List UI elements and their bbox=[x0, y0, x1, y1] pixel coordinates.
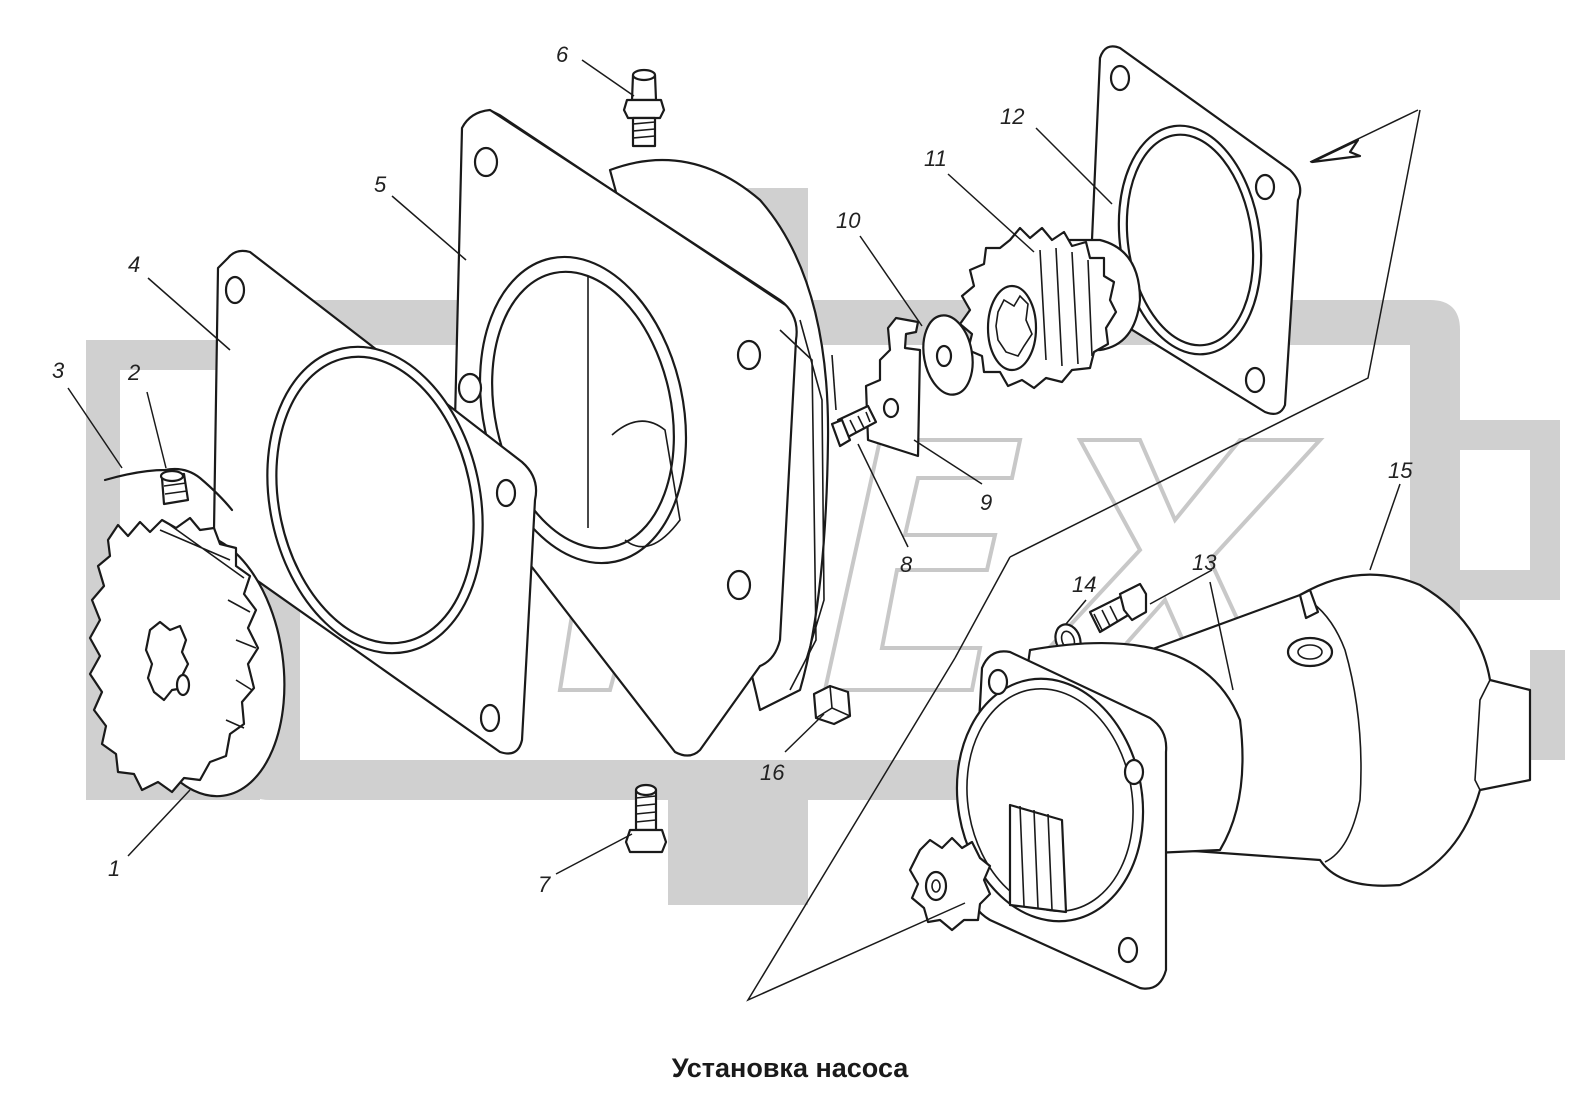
part-3-wire bbox=[103, 467, 234, 512]
callout-8: 8 bbox=[900, 552, 913, 577]
part-5-housing bbox=[453, 108, 837, 757]
callout-4: 4 bbox=[128, 252, 140, 277]
leader-7 bbox=[555, 833, 633, 875]
leader-9 bbox=[913, 439, 983, 485]
part-1-large-gear bbox=[88, 516, 286, 798]
leader-1 bbox=[127, 789, 191, 857]
leader-8 bbox=[857, 443, 909, 548]
part-12-gasket bbox=[1088, 45, 1302, 415]
callout-11: 11 bbox=[924, 146, 947, 171]
leader-6 bbox=[581, 59, 635, 97]
leader-11 bbox=[947, 173, 1035, 253]
leader-14 bbox=[1065, 599, 1087, 625]
leader-10 bbox=[859, 235, 923, 327]
leader-3 bbox=[67, 387, 123, 469]
part-11-gear bbox=[958, 226, 1142, 390]
leader-5 bbox=[391, 195, 467, 261]
callout-1: 1 bbox=[108, 856, 120, 881]
callout-5: 5 bbox=[374, 172, 387, 197]
callout-9: 9 bbox=[980, 490, 992, 515]
leader-15 bbox=[1369, 483, 1401, 571]
callout-10: 10 bbox=[836, 208, 861, 233]
callout-13: 13 bbox=[1192, 550, 1217, 575]
part-6-bolt bbox=[622, 68, 666, 148]
part-13-bolt bbox=[1088, 582, 1148, 634]
leader-2 bbox=[146, 391, 167, 469]
part-7-bolt bbox=[624, 783, 668, 854]
callout-7: 7 bbox=[538, 872, 551, 897]
flow-direction-arrow bbox=[1309, 109, 1419, 164]
callout-15: 15 bbox=[1388, 458, 1413, 483]
callout-16: 16 bbox=[760, 760, 785, 785]
callout-12: 12 bbox=[1000, 104, 1024, 129]
callout-2: 2 bbox=[127, 360, 140, 385]
assembly-axis-lines bbox=[746, 109, 1421, 1002]
part-9-lock-plate bbox=[864, 316, 922, 458]
callout-leaders bbox=[67, 59, 1401, 875]
part-8-screw bbox=[830, 404, 878, 448]
part-2-fastener bbox=[159, 469, 190, 506]
callout-6: 6 bbox=[556, 42, 569, 67]
leader-13 bbox=[1149, 569, 1213, 605]
leader-16 bbox=[784, 713, 825, 753]
part-15-pump bbox=[908, 573, 1532, 990]
leader-12 bbox=[1035, 127, 1113, 205]
callout-3: 3 bbox=[52, 358, 65, 383]
leader-4 bbox=[147, 277, 231, 351]
callout-labels: 1 2 3 4 5 6 7 8 9 10 11 12 13 14 15 16 bbox=[52, 42, 1413, 897]
figure-caption: Установка насоса bbox=[671, 1053, 909, 1083]
part-10-washer bbox=[922, 314, 974, 396]
callout-14: 14 bbox=[1072, 572, 1096, 597]
